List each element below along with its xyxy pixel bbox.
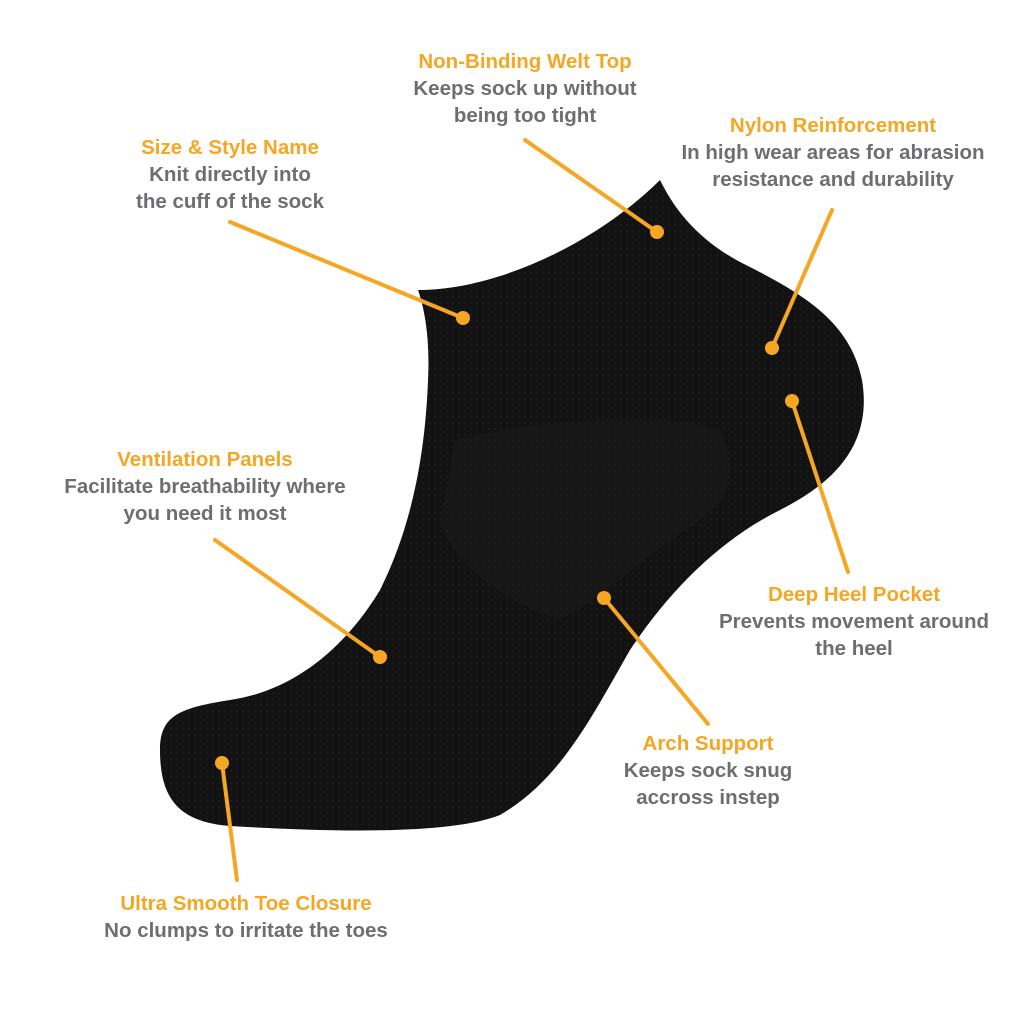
callout-desc: Prevents movement around <box>719 610 989 633</box>
callout-desc: being too tight <box>453 104 597 127</box>
callout-ventilation: Ventilation Panels Facilitate breathabil… <box>64 446 345 527</box>
callout-desc: Facilitate breathability where <box>64 475 346 498</box>
callout-dots <box>215 225 799 770</box>
callout-nylon: Nylon Reinforcement In high wear areas f… <box>681 112 984 193</box>
leader-toe <box>220 761 239 882</box>
leader-heel <box>790 399 850 574</box>
callout-title: Ultra Smooth Toe Closure <box>120 892 372 915</box>
callout-title: Size & Style Name <box>141 136 319 159</box>
callout-desc: No clumps to irritate the toes <box>104 919 388 942</box>
callout-title: Arch Support <box>642 732 774 755</box>
callout-desc: Keeps sock snug <box>623 759 793 782</box>
callout-desc: accross instep <box>636 786 780 809</box>
callout-desc: you need it most <box>123 502 287 525</box>
dot-heel <box>785 394 799 408</box>
callout-title: Ventilation Panels <box>117 448 293 471</box>
dot-ventilation <box>373 650 387 664</box>
callout-desc: In high wear areas for abrasion <box>681 141 985 164</box>
callout-welt-top: Non-Binding Welt Top Keeps sock up witho… <box>413 48 636 129</box>
dot-arch <box>597 591 611 605</box>
callout-heel: Deep Heel Pocket Prevents movement aroun… <box>719 581 989 662</box>
dot-toe <box>215 756 229 770</box>
callout-title: Deep Heel Pocket <box>767 583 941 606</box>
dot-size-style <box>456 311 470 325</box>
callout-arch: Arch Support Keeps sock snug accross ins… <box>624 730 793 811</box>
callout-title: Nylon Reinforcement <box>729 114 937 137</box>
callout-desc: Keeps sock up without <box>413 77 637 100</box>
dot-nylon <box>765 341 779 355</box>
callout-title: Non-Binding Welt Top <box>418 50 632 73</box>
ventilation-panel <box>440 419 731 620</box>
leader-ventilation <box>213 538 382 659</box>
leader-welt-top <box>523 138 659 234</box>
callout-desc: Knit directly into <box>149 163 311 186</box>
callout-desc: the heel <box>815 637 893 660</box>
leader-size-style <box>228 220 465 320</box>
callout-toe: Ultra Smooth Toe Closure No clumps to ir… <box>104 890 388 944</box>
callout-desc: resistance and durability <box>712 168 954 191</box>
callout-desc: the cuff of the sock <box>136 190 324 213</box>
leader-nylon <box>770 208 834 350</box>
leader-arch <box>602 596 710 726</box>
callout-size-style: Size & Style Name Knit directly into the… <box>136 134 324 215</box>
dot-welt-top <box>650 225 664 239</box>
leader-lines <box>213 138 850 882</box>
